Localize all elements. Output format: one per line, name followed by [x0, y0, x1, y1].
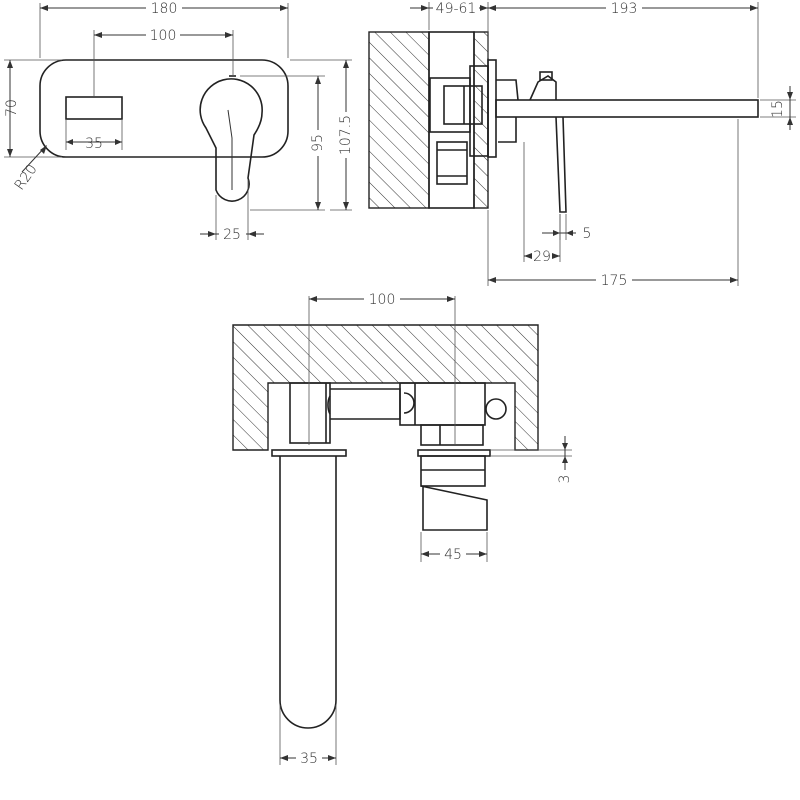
dim-175: 175 [487, 119, 739, 289]
dim-95-label: 95 [310, 134, 326, 152]
top-view: 100 3 45 35 [232, 291, 573, 767]
front-handle-inner [227, 109, 233, 190]
dim-100-top-label: 100 [369, 292, 396, 308]
dim-5-label: 5 [583, 226, 592, 242]
dim-107-5-label: 107.5 [338, 115, 354, 155]
side-backplate [487, 59, 497, 158]
dim-25-label: 25 [223, 227, 241, 243]
dim-49-61-label: 49-61 [436, 1, 477, 17]
dim-3-label: 3 [557, 475, 573, 484]
front-backplate [39, 59, 289, 158]
front-outlet-slot [65, 96, 123, 120]
dim-35-spout-label: 35 [300, 751, 318, 767]
side-handle-base [496, 79, 519, 101]
dim-29-label: 29 [533, 249, 551, 265]
dim-15: 15 [760, 86, 796, 130]
dim-r20-label: R20 [12, 162, 41, 194]
side-view: 49-61 193 15 5 [368, 0, 796, 289]
dim-5: 5 [542, 214, 591, 242]
dim-70: 70 [4, 59, 62, 158]
dim-35-outlet-label: 35 [85, 136, 103, 152]
dim-29: 29 [523, 142, 561, 265]
dim-25: 25 [200, 180, 264, 243]
dim-100-top: 100 [308, 291, 456, 445]
dim-15-label: 15 [770, 100, 786, 118]
dim-95: 95 [240, 75, 329, 211]
top-backplate [271, 449, 347, 457]
dim-193: 193 [488, 0, 759, 98]
top-wall [232, 324, 539, 451]
side-cavity [428, 31, 475, 209]
front-handle [199, 78, 263, 202]
dim-35-outlet: 35 [65, 120, 123, 152]
dim-70-label: 70 [4, 99, 20, 117]
front-view: 180 100 70 R20 [4, 0, 357, 243]
dim-49-61: 49-61 [410, 0, 489, 58]
side-wall [368, 31, 430, 209]
dim-175-label: 175 [601, 273, 628, 289]
dim-35-spout: 35 [279, 705, 337, 767]
dim-r20: R20 [12, 145, 47, 193]
dim-3: 3 [490, 436, 573, 483]
dim-100-front: 100 [93, 27, 234, 96]
dim-45: 45 [420, 532, 488, 563]
side-spout [495, 99, 759, 118]
top-valve-body [289, 382, 507, 446]
dim-193-label: 193 [611, 1, 638, 17]
dim-100-front-label: 100 [150, 28, 177, 44]
dim-107-5: 107.5 [290, 59, 357, 211]
top-spout [279, 456, 337, 729]
dim-180: 180 [39, 0, 289, 58]
dim-45-label: 45 [444, 547, 462, 563]
dim-180-label: 180 [151, 1, 178, 17]
top-handle-body [420, 455, 486, 487]
side-handle [529, 75, 557, 101]
